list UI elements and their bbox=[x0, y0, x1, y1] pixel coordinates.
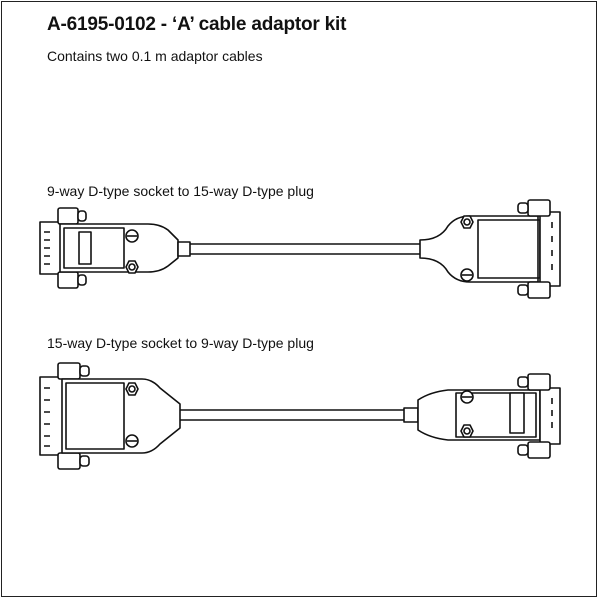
cable-1-label: 9-way D-type socket to 15-way D-type plu… bbox=[47, 183, 314, 199]
9-way-plug-connector-icon bbox=[403, 373, 561, 459]
15-way-plug-connector-icon bbox=[419, 199, 561, 299]
9-way-socket-connector-icon bbox=[39, 207, 191, 289]
page-subtitle: Contains two 0.1 m adaptor cables bbox=[47, 48, 263, 64]
cable-1-diagram bbox=[39, 199, 561, 299]
15-way-socket-connector-icon bbox=[39, 362, 181, 470]
cable-2-label: 15-way D-type socket to 9-way D-type plu… bbox=[47, 335, 314, 351]
page-title: A-6195-0102 - ‘A’ cable adaptor kit bbox=[47, 14, 347, 35]
cable-2-diagram bbox=[39, 362, 561, 470]
